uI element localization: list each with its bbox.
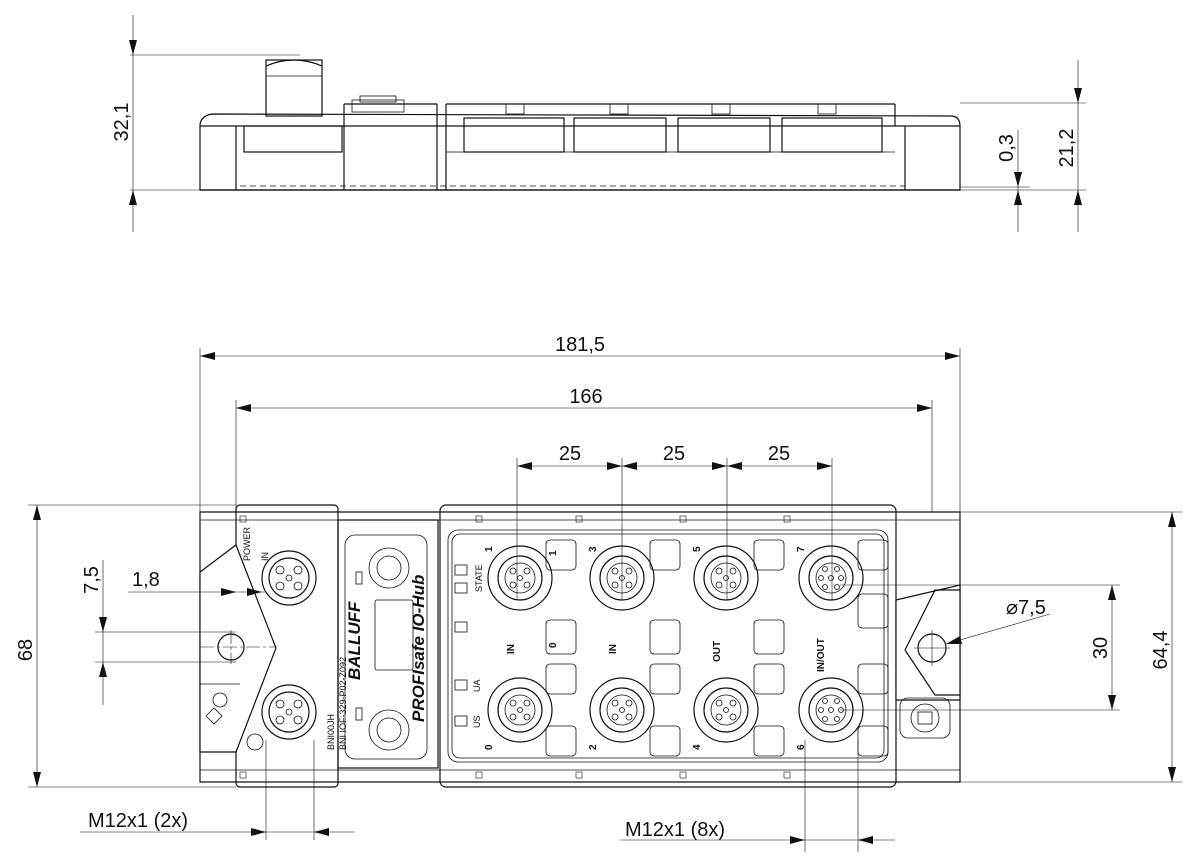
port-3 <box>589 539 681 655</box>
dim-hole-spacing: 166 <box>569 386 602 408</box>
side-view: 32,1 21,2 0,3 <box>111 15 1086 232</box>
label-power: POWER <box>242 526 252 561</box>
ribs <box>239 515 791 779</box>
brand-logo: BALLUFF <box>345 601 364 680</box>
dim-height-total: 32,1 <box>111 103 133 142</box>
pin-label-0: 0 <box>548 642 559 648</box>
port-4 <box>693 663 785 757</box>
top-view: 181,5 166 25 25 25 <box>15 334 1182 852</box>
product-code: BNI00JH <box>326 714 336 750</box>
dim-overall-width: 68 <box>15 639 37 661</box>
port-num-top-0: 1 <box>484 546 495 552</box>
label-panel: BALLUFF PROFIsafe IO-Hub BNI00JH BNI IOF… <box>326 534 428 760</box>
port-num-top-1: 3 <box>588 546 599 552</box>
port-5 <box>693 539 785 655</box>
dim-height-body: 21,2 <box>1056 129 1078 168</box>
leds: STATE UA US <box>454 564 484 728</box>
port-1 <box>487 539 577 655</box>
port-label-inout: IN/OUT <box>816 638 827 672</box>
dim-body-width: 64,4 <box>1150 631 1172 670</box>
dim-port-pitch-2: 25 <box>663 443 685 465</box>
label-ua: UA <box>472 679 482 692</box>
dim-port-pitch-1: 25 <box>559 443 581 465</box>
port-num-top-2: 5 <box>692 546 703 552</box>
label-state: STATE <box>474 564 484 592</box>
port-num-top-3: 7 <box>796 546 807 552</box>
port-num-bottom-0: 0 <box>484 744 495 750</box>
part-number: BNI IOF-329-P02-Z092 <box>338 657 348 750</box>
dim-offset: 0,3 <box>996 134 1018 162</box>
port-label-in-a: IN <box>506 644 517 654</box>
power-connectors: POWER IN <box>242 526 317 751</box>
thread-ports-label: M12x1 (8x) <box>625 819 725 841</box>
port-labels: 1 3 5 7 0 2 4 6 IN IN OUT IN/OUT 1 0 <box>484 546 827 750</box>
port-num-bottom-2: 4 <box>692 744 703 750</box>
label-in: IN <box>260 552 270 561</box>
port-2 <box>589 663 681 757</box>
dim-left-offset: 7,5 <box>81 566 103 594</box>
io-ports <box>487 539 889 757</box>
dim-left-gap: 1,8 <box>132 569 160 591</box>
dim-port-pitch-3: 25 <box>768 443 790 465</box>
dim-overall-length: 181,5 <box>555 334 605 356</box>
port-7 <box>798 539 889 629</box>
port-num-bottom-1: 2 <box>588 744 599 750</box>
thread-power-label: M12x1 (2x) <box>88 810 188 832</box>
port-label-out: OUT <box>712 641 723 662</box>
dim-hole-diameter: ⌀7,5 <box>1006 597 1046 619</box>
product-name: PROFIsafe IO-Hub <box>409 575 428 722</box>
port-label-in-b: IN <box>608 644 619 654</box>
port-0 <box>487 663 577 757</box>
dim-port-row-spacing: 30 <box>1090 637 1112 659</box>
port-num-bottom-3: 6 <box>796 744 807 750</box>
pin-label-1: 1 <box>548 550 559 556</box>
label-us: US <box>472 715 482 728</box>
